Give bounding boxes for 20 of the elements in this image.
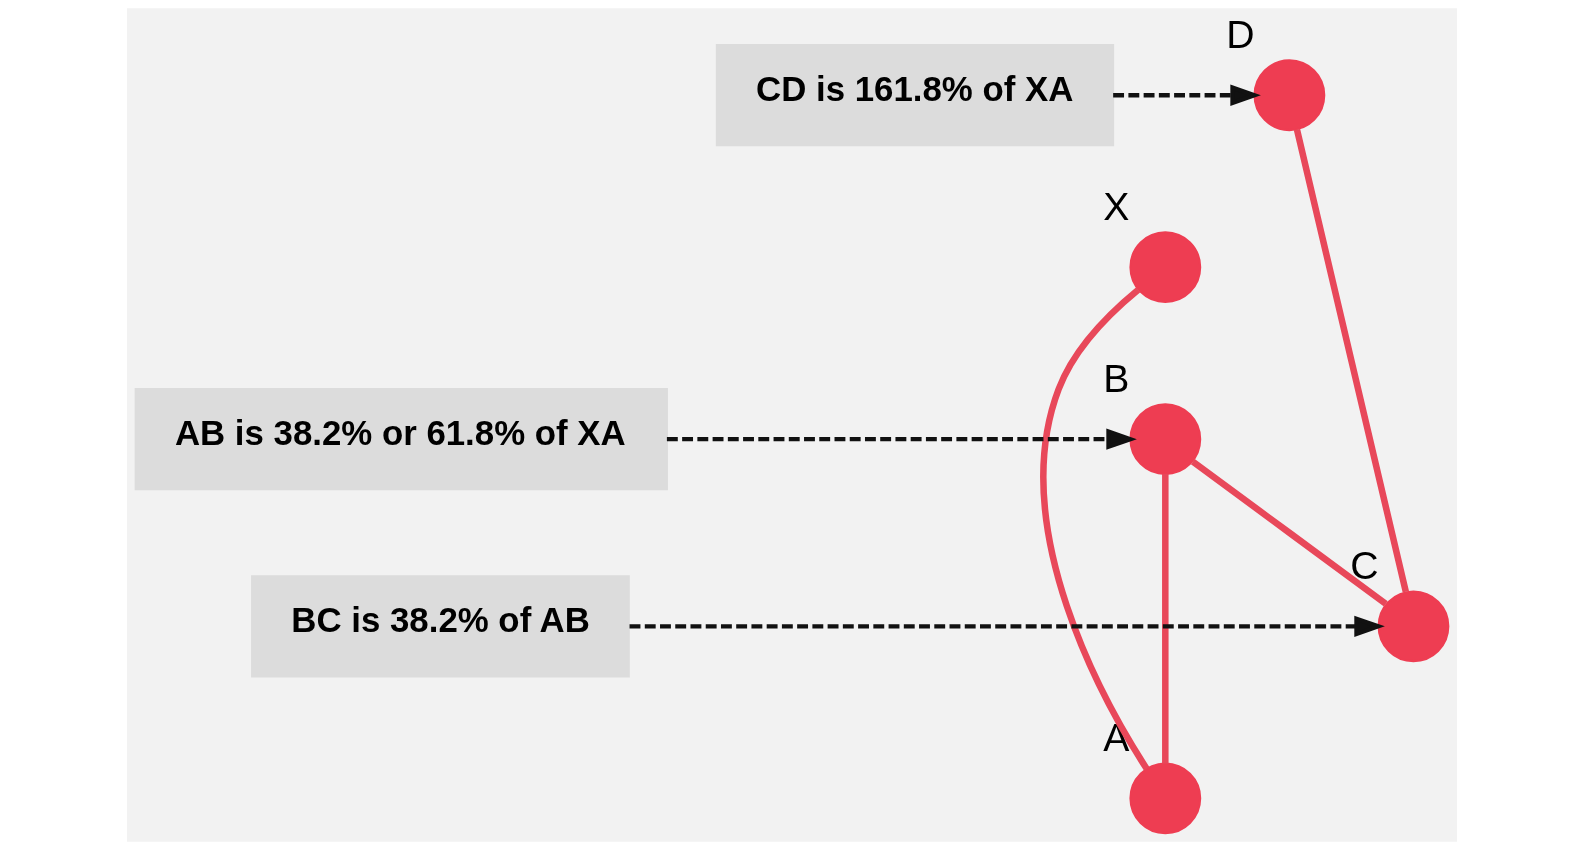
node-box: AB is 38.2% or 61.8% of XA (134, 388, 668, 491)
arrow (666, 428, 1137, 450)
connector (1040, 287, 1150, 771)
node-circle (1129, 403, 1202, 476)
connector (1162, 474, 1169, 764)
node-box: BC is 38.2% of AB (251, 575, 630, 678)
node-label: C (1350, 544, 1379, 588)
connector (1293, 128, 1409, 593)
node-label: A (1103, 716, 1130, 760)
node-box: CD is 161.8% of XA (715, 44, 1115, 147)
node-label: X (1103, 185, 1130, 229)
arrow (1113, 84, 1261, 106)
node-circle (1377, 590, 1450, 663)
node-label: D (1226, 13, 1255, 57)
arrow (629, 615, 1385, 638)
node-circle (1129, 231, 1202, 304)
connector (1190, 458, 1388, 607)
node-circle (1253, 59, 1326, 132)
node-label: B (1103, 357, 1130, 401)
node-circle (1129, 762, 1202, 835)
